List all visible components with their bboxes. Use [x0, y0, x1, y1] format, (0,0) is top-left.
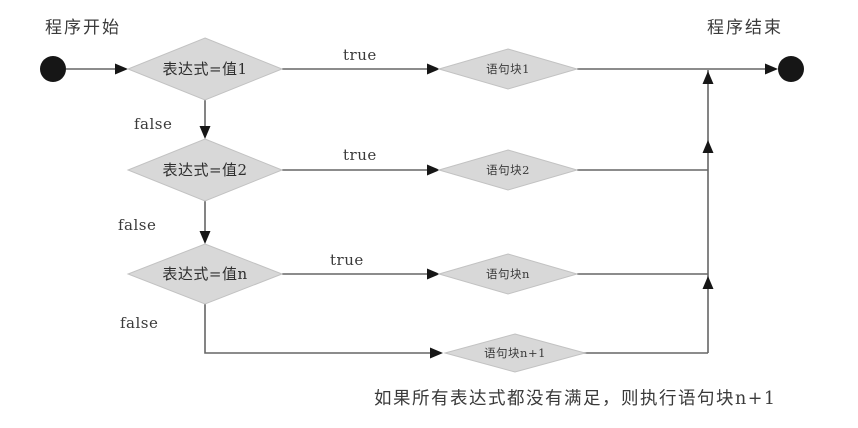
false-label-2: false [118, 216, 156, 234]
true-label-2: true [343, 146, 377, 164]
decision-node-1: 表达式=值1 [126, 37, 284, 101]
statement-label-1: 语句块1 [486, 62, 530, 76]
arrowhead-into-statement3 [427, 268, 440, 280]
statement-label-2: 语句块2 [486, 163, 530, 177]
start-label: 程序开始 [45, 18, 121, 38]
arrowhead-collector-mid [702, 140, 714, 153]
statement-label-3: 语句块n [486, 267, 530, 281]
arrowhead-collector-low [702, 276, 714, 289]
decision-label-2: 表达式=值2 [162, 161, 247, 179]
statement-diamond-3 [437, 253, 579, 295]
statement-node-1: 语句块1 [437, 48, 579, 90]
statement-node-2: 语句块2 [437, 149, 579, 191]
arrowhead-into-statement1 [427, 63, 440, 75]
caption-text: 如果所有表达式都没有满足，则执行语句块n+1 [374, 389, 777, 409]
false-label-3: false [120, 314, 158, 332]
decision-node-3: 表达式=值n [126, 243, 284, 305]
start-terminal [40, 56, 66, 82]
true-label-3: true [330, 251, 364, 269]
decision-diamond-1 [126, 37, 284, 101]
flow-decision3-false-elbow [204, 304, 436, 354]
end-label: 程序结束 [707, 18, 783, 38]
statement-node-4: 语句块n+1 [443, 333, 587, 373]
arrowhead-into-decision1 [115, 63, 128, 75]
statement-diamond-1 [437, 48, 579, 90]
arrowhead-into-statement2 [427, 164, 440, 176]
statement-diamond-4 [443, 333, 587, 373]
decision-label-3: 表达式=值n [162, 265, 247, 283]
statement-label-4: 语句块n+1 [484, 346, 546, 360]
arrowhead-into-end [765, 63, 778, 75]
arrowhead-collector-top [702, 71, 714, 84]
end-terminal [778, 56, 804, 82]
statement-node-3: 语句块n [437, 253, 579, 295]
decision-diamond-3 [126, 243, 284, 305]
false-label-1: false [134, 115, 172, 133]
arrowhead-into-statement4 [430, 347, 443, 359]
decision-node-2: 表达式=值2 [126, 138, 284, 202]
true-label-1: true [343, 46, 377, 64]
arrowhead-into-decision2 [199, 126, 211, 139]
decision-label-1: 表达式=值1 [162, 60, 247, 78]
arrowhead-into-decision3 [199, 231, 211, 244]
statement-diamond-2 [437, 149, 579, 191]
decision-diamond-2 [126, 138, 284, 202]
